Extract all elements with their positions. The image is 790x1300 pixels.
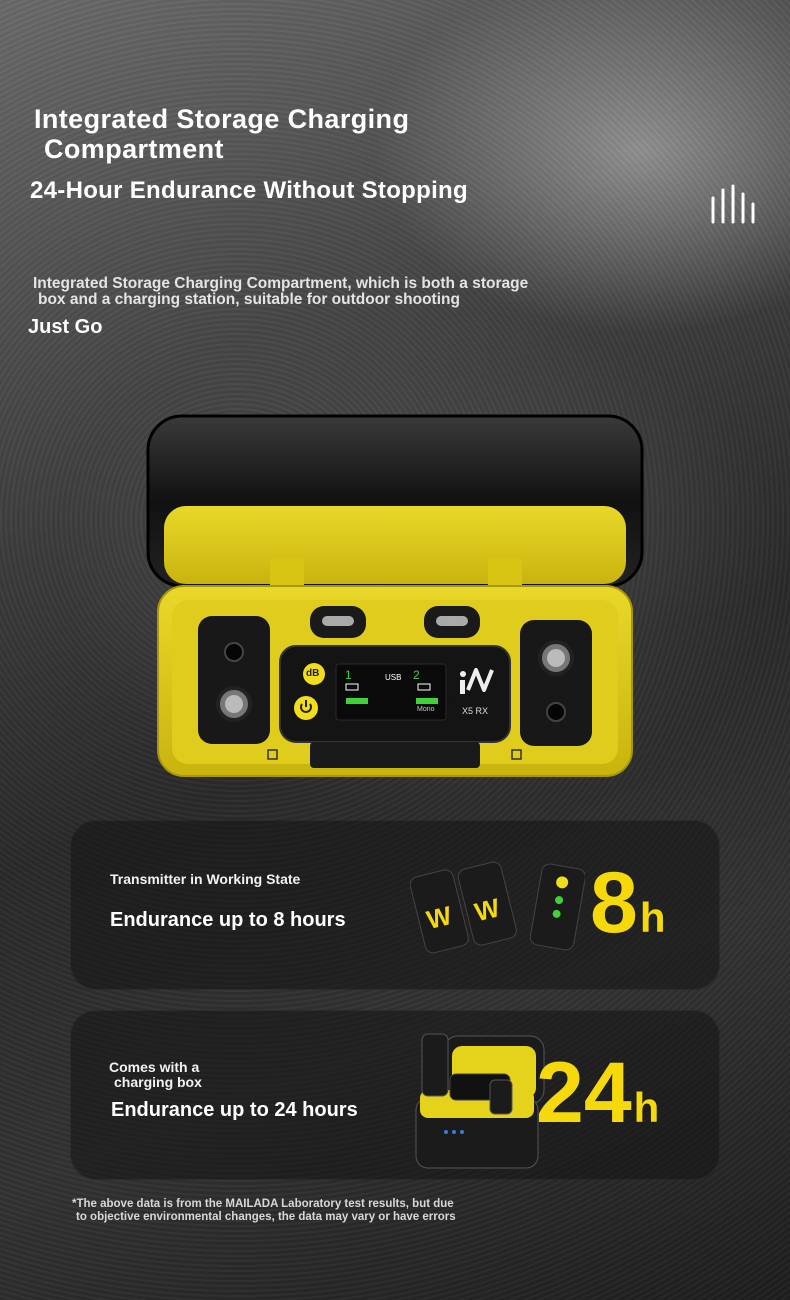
card-label: Comes with a charging box <box>109 1060 249 1090</box>
tagline: Just Go <box>28 316 103 338</box>
footnote: *The above data is from the MAILADA Labo… <box>72 1198 456 1224</box>
screen-channel-2: 2 <box>413 668 420 682</box>
metric-8h: 8 h <box>590 860 666 946</box>
page-title-line-2: Compartment <box>44 134 224 164</box>
card-label-line-2: charging box <box>114 1074 202 1090</box>
charging-box-endurance-card: Comes with a charging box Endurance up t… <box>70 1010 720 1180</box>
charging-case-image <box>146 414 644 777</box>
metric-unit: h <box>633 1084 660 1131</box>
card-label-line-1: Comes with a <box>109 1059 200 1075</box>
db-button-label: dB <box>306 668 320 679</box>
intro-description-line-2: box and a charging station, suitable for… <box>38 291 460 308</box>
transmitter-endurance-card: Transmitter in Working State Endurance u… <box>70 820 720 990</box>
card-label: Transmitter in Working State <box>110 871 301 887</box>
transmitters-image: W W <box>410 861 585 954</box>
intro-description: Integrated Storage Charging Compartment,… <box>33 276 653 308</box>
metric-number: 24 <box>536 1045 632 1141</box>
card-headline: Endurance up to 8 hours <box>110 909 346 931</box>
card-headline: Endurance up to 24 hours <box>111 1099 358 1121</box>
metric-24h: 24 h <box>536 1050 659 1136</box>
page-title-line-1: Integrated Storage Charging <box>34 104 410 134</box>
screen-channel-1: 1 <box>345 668 352 682</box>
charging-box-image <box>415 1033 545 1169</box>
sound-bars-icon <box>711 184 755 224</box>
intro-description-line-1: Integrated Storage Charging Compartment,… <box>33 275 529 292</box>
footnote-line-1: *The above data is from the MAILADA Labo… <box>72 1198 454 1210</box>
metric-number: 8 <box>590 855 638 951</box>
model-label: X5 RX <box>462 706 489 716</box>
receiver-screen: 1 USB 2 Mono <box>336 664 446 720</box>
footnote-line-2: to objective environmental changes, the … <box>76 1211 456 1223</box>
page-subtitle: 24-Hour Endurance Without Stopping <box>30 177 468 204</box>
metric-unit: h <box>639 894 666 941</box>
screen-mode: Mono <box>417 706 435 713</box>
screen-usb: USB <box>385 673 402 682</box>
page-title: Integrated Storage Charging Compartment <box>34 104 409 164</box>
